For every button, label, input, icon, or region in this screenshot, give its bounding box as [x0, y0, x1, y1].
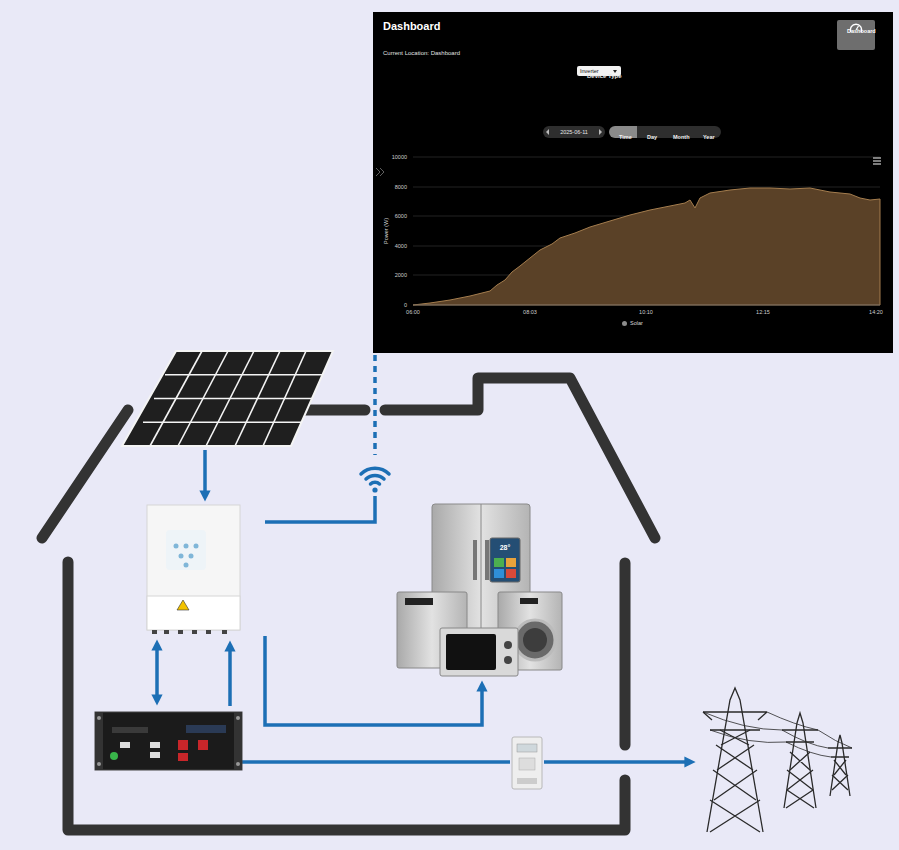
tab-button: Time [609, 126, 637, 138]
solar-panel [122, 351, 333, 446]
meter [512, 737, 542, 789]
legend-item: Solar [622, 320, 643, 326]
tab-button: Year [693, 126, 721, 138]
axis-tick: 06:00 [406, 309, 420, 315]
select-caret [613, 70, 617, 73]
tab-button: Month [663, 126, 693, 138]
select-value: Inverter [580, 68, 599, 74]
chart [376, 157, 881, 305]
display-reading: 28° [500, 544, 511, 551]
device-type-select: Device TypeInverter [577, 65, 673, 77]
axis-tick: 14:20 [869, 309, 883, 315]
transmission-towers [703, 688, 852, 832]
button-label: Time [619, 134, 632, 140]
axis-tick: 12:15 [756, 309, 770, 315]
appliances [397, 504, 562, 676]
dashboard-screen [373, 12, 893, 353]
axis-tick: 08:03 [523, 309, 537, 315]
axis-tick: 10:10 [639, 309, 653, 315]
axis-tick: 6000 [395, 213, 407, 219]
axis-title: Power (W) [383, 218, 389, 244]
prev-arrow [546, 129, 549, 135]
legend-text: Solar [630, 320, 643, 326]
axis-tick: 10000 [392, 154, 407, 160]
legend-swatch [622, 321, 627, 326]
axis-tick: 2000 [395, 272, 407, 278]
breadcrumb: Current Location: Dashboard [383, 50, 460, 56]
date-text: 2025-06-11 [560, 129, 588, 135]
axis-tick: 8000 [395, 184, 407, 190]
dashboard-panel: DashboardCurrent Location: DashboardDash… [373, 12, 893, 353]
axis-tick: 0 [404, 302, 407, 308]
button-label: Year [703, 134, 715, 140]
tab-button: Day [637, 126, 663, 138]
axis-tick: 4000 [395, 243, 407, 249]
button-label: Day [647, 134, 657, 140]
date-picker: 2025-06-11 [543, 126, 605, 138]
button-label: Month [673, 134, 690, 140]
inverter [147, 505, 240, 634]
battery [95, 712, 242, 770]
dashboard-icon [849, 22, 863, 34]
next-arrow [599, 129, 602, 135]
panel-title: Dashboard [383, 20, 440, 32]
